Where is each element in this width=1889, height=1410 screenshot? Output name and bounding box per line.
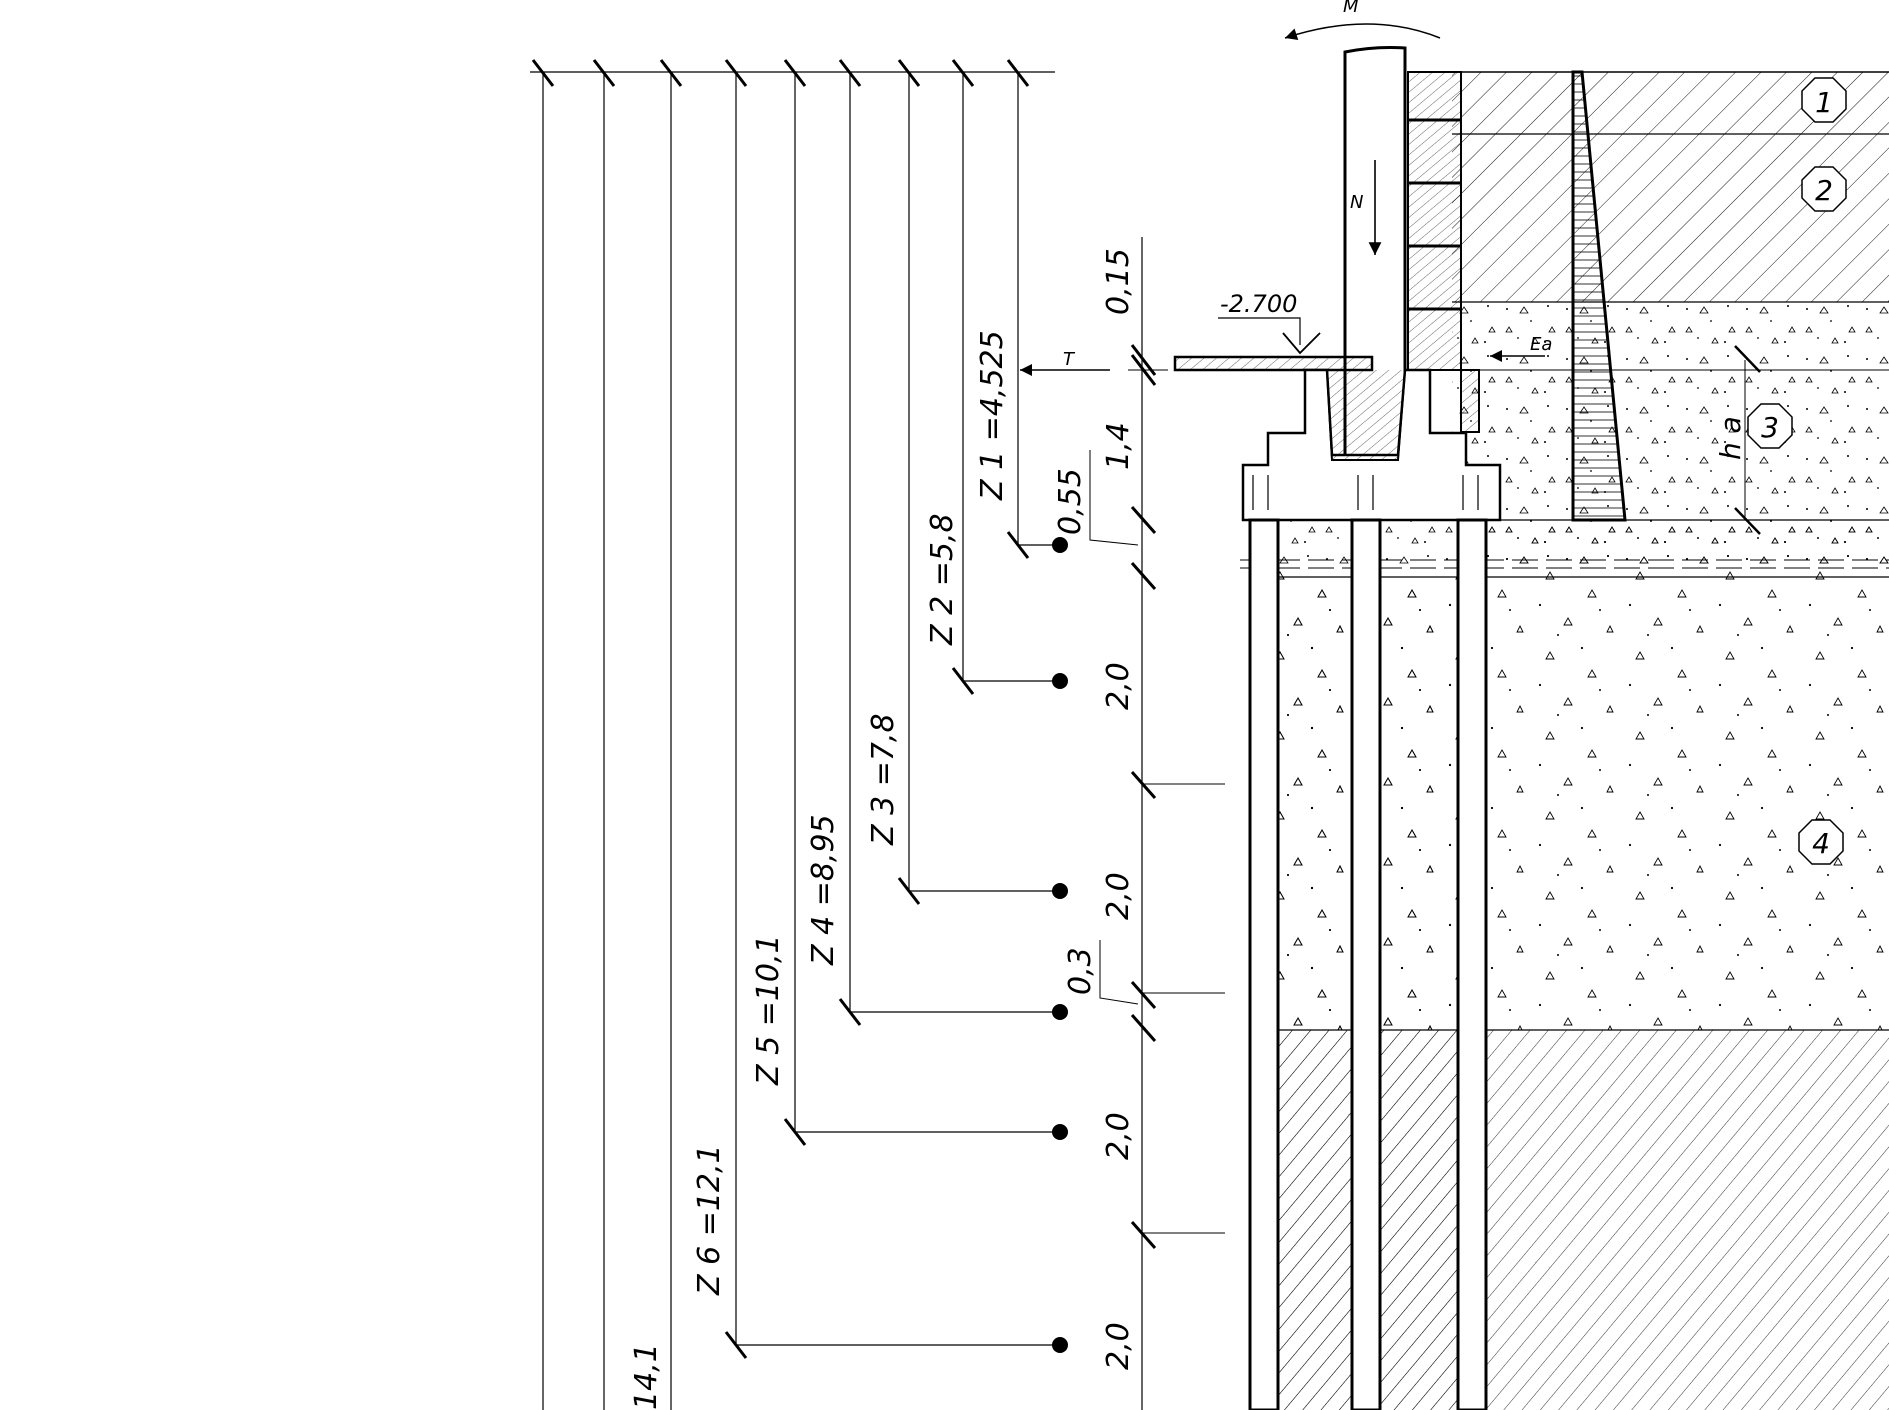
normal-force-label: N [1350, 192, 1363, 213]
depth-dimension-system: Z 1 =4,525 Z 2 =5,8 Z 3 =7,8 Z 4 =8,95 Z… [530, 59, 1225, 1410]
column-socket [1326, 369, 1406, 461]
pile-left [1248, 518, 1280, 1410]
thickness-label: 0,15 [1101, 248, 1136, 315]
shear-force: T [1020, 349, 1168, 376]
layer-midpoint-dot [1052, 883, 1068, 899]
soil-between-piles [1278, 1030, 1352, 1410]
thickness-label: 0,55 [1053, 468, 1088, 535]
shear-label: T [1063, 349, 1076, 370]
brick-wall [1407, 71, 1462, 371]
pile-right [1456, 518, 1488, 1410]
top-ticks [531, 59, 1030, 87]
soil-layer-marker-1: 1 [1801, 77, 1847, 123]
depth-label-z4: Z 4 =8,95 [806, 814, 841, 966]
midpoint-leaders [724, 531, 1068, 1359]
pile-cap [1241, 368, 1502, 522]
depth-label-z1: Z 1 =4,525 [975, 330, 1010, 501]
elevation-leader [1218, 317, 1301, 345]
thickness-label: 0,3 [1063, 947, 1098, 995]
layer-midpoint-dot [1052, 1004, 1068, 1020]
earth-pressure-label: Ea [1530, 334, 1552, 355]
depth-labels: Z 1 =4,525 Z 2 =5,8 Z 3 =7,8 Z 4 =8,95 Z… [629, 330, 1010, 1410]
depth-label-z3: Z 3 =7,8 [866, 713, 901, 846]
soil-layer-marker-2: 2 [1801, 166, 1847, 212]
layer-midpoint-dot [1052, 1337, 1068, 1353]
layer-midpoint-dot [1052, 1124, 1068, 1140]
wall-plinth [1460, 369, 1480, 433]
soil-layer-number: 4 [1812, 827, 1830, 860]
elevation-label: -2.700 [1220, 290, 1297, 318]
earth-pressure-diagram: Ea [1490, 70, 1627, 522]
thickness-label: 2,0 [1101, 1322, 1136, 1370]
depth-label-z6: Z 6 =12,1 [692, 1144, 727, 1296]
depth-vertical-lines [542, 72, 1019, 1410]
depth-label-z5: Z 5 =10,1 [751, 934, 786, 1086]
piles [1248, 518, 1488, 1410]
soil-layer-marker-3: 3 [1747, 403, 1793, 449]
depth-label-total: 14,1 [629, 1343, 664, 1410]
ha-tick-top [1734, 345, 1761, 373]
soil-layer-number: 3 [1761, 411, 1779, 444]
soil-between-piles [1380, 577, 1458, 1030]
layer-midpoint-dot [1052, 673, 1068, 689]
layer-thickness-dimension: 0,15 1,4 0,55 2,0 2,0 0,3 2,0 2,0 [1053, 237, 1225, 1410]
layer-midpoint-dot [1052, 537, 1068, 553]
slab [1173, 355, 1374, 372]
ha-tick-bottom [1734, 507, 1761, 535]
sand-interlayer [1250, 520, 1889, 570]
soil-layer-number: 1 [1815, 86, 1833, 119]
depth-label-z2: Z 2 =5,8 [925, 513, 960, 646]
soil-layer-markers: 1 2 3 4 [1747, 77, 1847, 865]
active-height-dimension: h a [1714, 345, 1761, 535]
elevation-marker [1282, 332, 1321, 355]
soil-layer-2-hatch [1452, 134, 1889, 302]
soil-layer-number: 2 [1815, 174, 1833, 207]
ha-label: h a [1714, 416, 1747, 460]
pressure-triangle [1571, 70, 1627, 522]
thickness-label: 1,4 [1101, 422, 1136, 470]
floor-slab: -2.700 [1173, 290, 1374, 372]
moment-label: M [1343, 0, 1359, 17]
soil-between-piles [1278, 577, 1352, 1030]
pile-middle [1350, 518, 1382, 1410]
soil-between-piles [1380, 1030, 1458, 1410]
thickness-label: 2,0 [1101, 662, 1136, 710]
basement-wall [1407, 71, 1480, 433]
soil-layer-marker-4: 4 [1798, 819, 1844, 865]
thickness-label: 2,0 [1101, 1112, 1136, 1160]
moment-arrow [1284, 23, 1441, 40]
thickness-label: 2,0 [1101, 872, 1136, 920]
